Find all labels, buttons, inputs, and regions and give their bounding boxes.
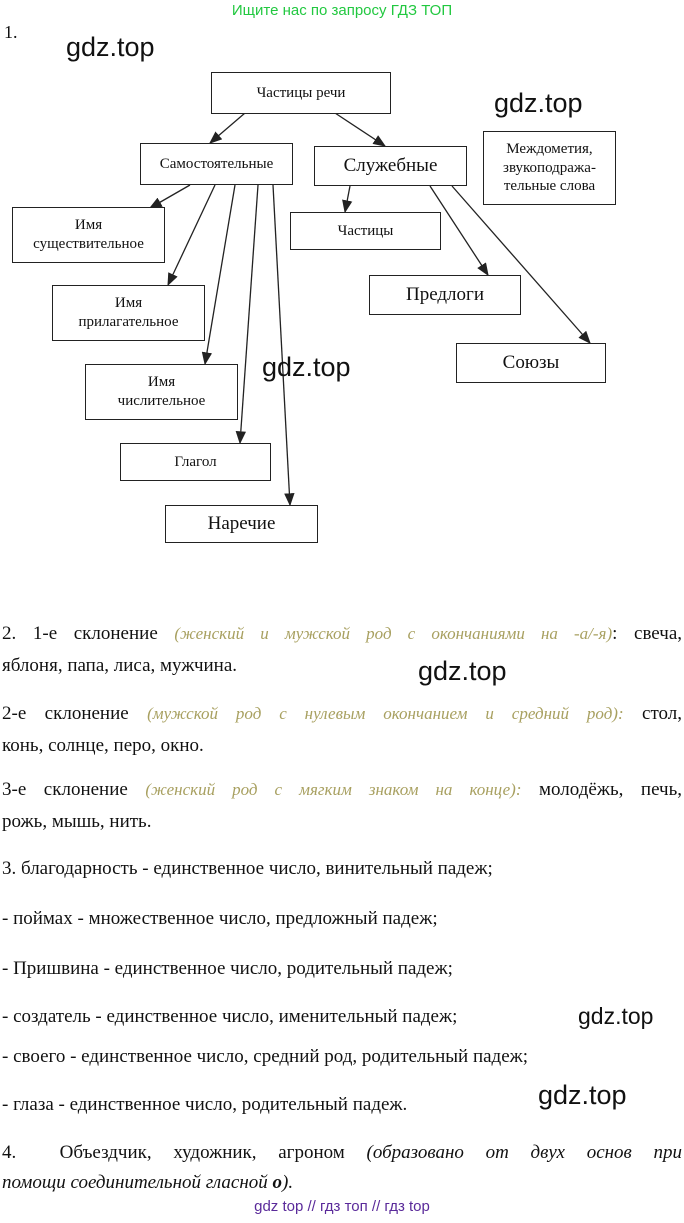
- watermark: gdz.top: [538, 1080, 627, 1110]
- arrow: [334, 112, 387, 147]
- arrow: [201, 184, 236, 366]
- arrow: [235, 184, 259, 445]
- arrow: [451, 185, 591, 344]
- box-independent: Самостоятельные: [140, 143, 293, 185]
- watermark: gdz.top: [578, 1003, 654, 1029]
- box-parts-of-speech: Частицы речи: [211, 72, 391, 114]
- watermark: gdz.top: [494, 88, 583, 118]
- task3-line: - создатель - единственное число, именит…: [2, 1006, 458, 1027]
- decl-3-line1: 3-е склонение (женский род с мягким знак…: [2, 779, 683, 800]
- arrow: [209, 112, 246, 144]
- search-hint-link[interactable]: Ищите нас по запросу ГДЗ ТОП: [231, 2, 453, 19]
- box-particles: Частицы: [290, 212, 441, 250]
- box-interjections: Междометия, звукоподража-тельные слова: [483, 131, 616, 205]
- decl-2-line1: 2-е склонение (мужской род с нулевым око…: [2, 703, 683, 724]
- task4-line1: 4. Объездчик, художник, агроном (образов…: [2, 1142, 683, 1163]
- decl-3-line2: рожь, мышь, нить.: [2, 811, 152, 832]
- arrow: [148, 184, 191, 209]
- box-noun: Имя существительное: [12, 207, 165, 263]
- box-adverb: Наречие: [165, 505, 318, 543]
- task3-line: - глаза - единственное число, родительны…: [2, 1094, 408, 1115]
- task3-line: 3. благодарность - единственное число, в…: [2, 858, 493, 879]
- decl-2-line2: конь, солнце, перо, окно.: [2, 735, 204, 756]
- box-adjective: Имя прилагательное: [52, 285, 205, 341]
- box-conjunctions: Союзы: [456, 343, 606, 383]
- decl-1-line2: яблоня, папа, лиса, мужчина.: [2, 655, 238, 676]
- task1-number: 1.: [4, 22, 18, 42]
- box-prepositions: Предлоги: [369, 275, 521, 315]
- task4-line2: помощи соединительной гласной о).: [2, 1172, 294, 1193]
- watermark: gdz.top: [262, 352, 351, 382]
- task3-line: - поймах - множественное число, предложн…: [2, 908, 438, 929]
- arrow: [342, 185, 353, 214]
- box-verb: Глагол: [120, 443, 271, 481]
- task3-line: - своего - единственное число, средний р…: [2, 1046, 529, 1067]
- box-numeral: Имя числительное: [85, 364, 238, 420]
- watermark: gdz.top: [418, 656, 507, 686]
- arrow: [429, 185, 489, 277]
- task3-line: - Пришвина - единственное число, родител…: [2, 958, 453, 979]
- watermark: gdz.top: [66, 32, 155, 62]
- footer-links[interactable]: gdz top // гдз топ // гдз top: [254, 1198, 430, 1215]
- arrow: [272, 184, 295, 507]
- diagram-arrows: [148, 112, 591, 507]
- box-service: Служебные: [314, 146, 467, 186]
- arrow: [167, 184, 216, 287]
- decl-1-line1: 2. 1-е склонение (женский и мужской род …: [2, 623, 683, 644]
